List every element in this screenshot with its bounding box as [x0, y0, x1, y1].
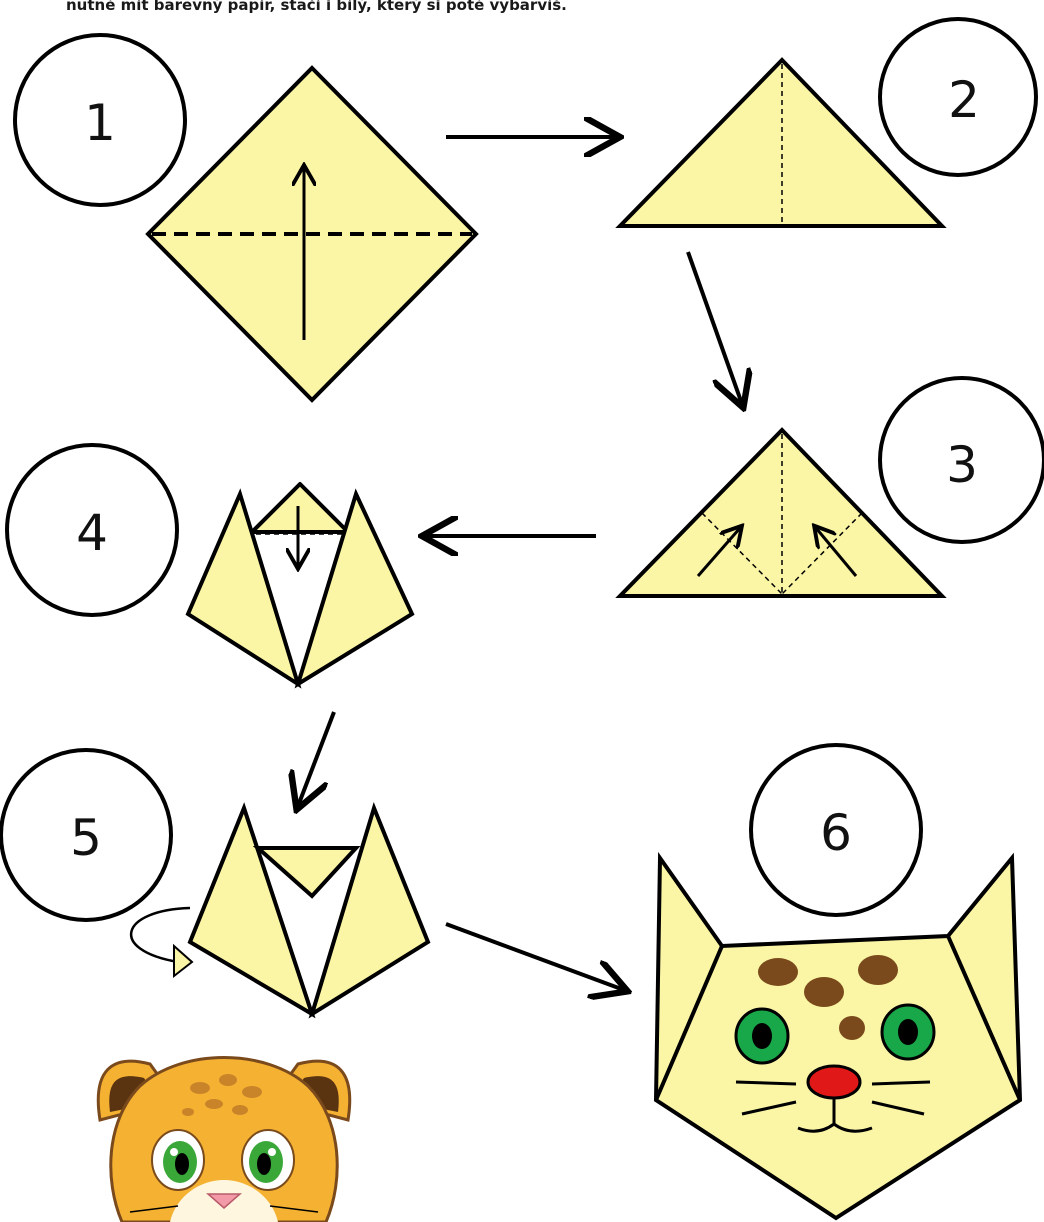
cub-left-eye-shine: [170, 1148, 178, 1156]
step-6-mouth: [797, 1098, 873, 1133]
cub-right-pupil: [257, 1153, 271, 1175]
step-4-top-flap: [250, 482, 350, 534]
step-4: 4: [5, 443, 415, 689]
step-3-number: 3: [946, 436, 978, 494]
step-3: 3: [615, 376, 1044, 598]
step-3-right-fold-arrow: [816, 528, 858, 577]
step-1-number: 1: [84, 94, 116, 152]
step-4-circle: [5, 443, 179, 617]
cub-right-eye-shine: [268, 1148, 276, 1156]
step-6: 6: [653, 743, 1023, 1221]
step-4-right-ear-flap: [294, 488, 415, 689]
cub-spot: [232, 1105, 248, 1115]
step-6-whisker: [735, 1080, 797, 1086]
step-3-right-fold-guide: [781, 512, 863, 595]
step-5: 5: [0, 748, 431, 1019]
step-3-left-fold-guide: [701, 512, 783, 595]
step-6-spot: [858, 955, 898, 985]
cub-spot: [242, 1086, 262, 1098]
cub-whisker: [129, 1205, 179, 1213]
cub-spot: [219, 1074, 237, 1086]
step-5-number: 5: [70, 809, 102, 867]
cub-spot: [190, 1082, 210, 1094]
step-6-cat-head: [653, 851, 1023, 1221]
cub-whisker: [269, 1205, 319, 1213]
step-2-number: 2: [948, 71, 980, 129]
step-6-left-pupil: [752, 1023, 772, 1049]
step-5-turn-over-arrowhead: [173, 943, 194, 979]
cub-spot: [205, 1099, 223, 1109]
step-6-whisker: [871, 1100, 925, 1116]
step-6-left-ear-crease: [654, 945, 724, 1101]
step-6-circle: [749, 743, 923, 917]
step-5-turn-over-arrow: [130, 906, 191, 964]
step-3-circle: [878, 376, 1044, 544]
arrow-step5-to-step6: [445, 922, 624, 990]
step-2-circle: [878, 17, 1038, 177]
step-6-whisker: [741, 1100, 797, 1116]
step-6-number: 6: [820, 804, 852, 862]
cartoon-cub-illustration: [96, 1056, 352, 1222]
step-4-left-ear-flap: [185, 488, 302, 689]
step-6-spot: [839, 1016, 865, 1040]
step-5-circle: [0, 748, 173, 922]
cub-spot: [182, 1108, 194, 1116]
step-6-whisker: [871, 1080, 931, 1086]
step-1-circle: [13, 33, 187, 207]
step-6-nose: [806, 1064, 862, 1100]
arrow-step2-to-step3: [686, 251, 742, 404]
step-6-spot: [804, 977, 844, 1007]
step-5-right-ear-flap: [308, 801, 431, 1019]
intro-text: nutné mít barevný papír, stačí i bílý, k…: [66, 0, 567, 14]
cub-left-pupil: [175, 1153, 189, 1175]
step-2-triangle-paper: [615, 57, 947, 228]
step-1: 1: [13, 33, 479, 403]
step-4-number: 4: [76, 504, 108, 562]
step-6-right-ear-crease: [946, 935, 1022, 1101]
step-3-left-fold-arrow: [696, 528, 740, 577]
arrow-step4-to-step5: [298, 711, 336, 806]
step-5-left-ear-flap: [187, 802, 316, 1019]
step-6-spot: [758, 958, 798, 986]
step-2: 2: [615, 17, 1038, 228]
step-5-folded-top-flap: [252, 846, 361, 899]
cub-nose: [206, 1193, 242, 1209]
step-6-right-pupil: [898, 1019, 918, 1045]
